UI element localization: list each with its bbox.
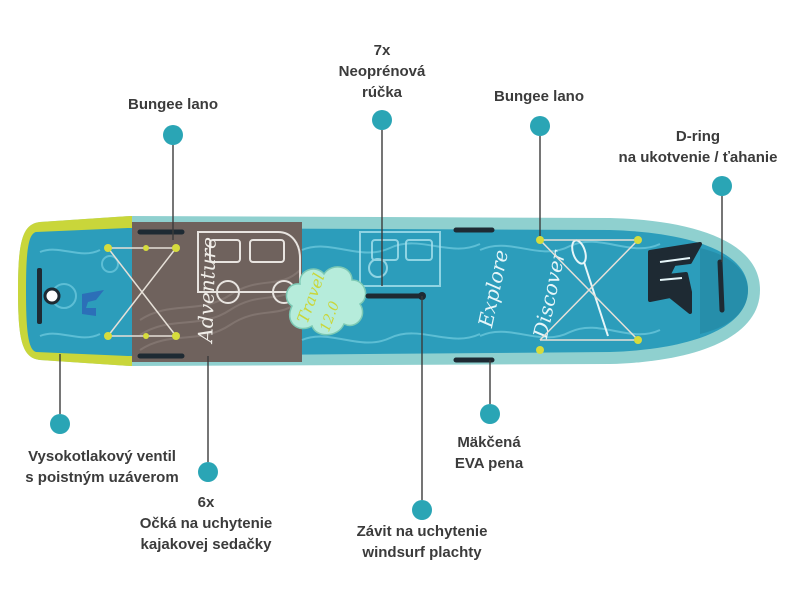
label-eva: Mäkčená EVA pena bbox=[434, 432, 544, 474]
label-dring-line2: na ukotvenie / ťahanie bbox=[618, 149, 778, 166]
label-valve: Vysokotlakový ventil s poistným uzáverom bbox=[4, 446, 200, 488]
label-bungee-left-text: Bungee lano bbox=[127, 96, 218, 113]
label-eyelets-line2: kajakovej sedačky bbox=[140, 536, 272, 553]
label-eyelets: 6x Očká na uchytenie kajakovej sedačky bbox=[118, 492, 294, 555]
f2-logo-icon bbox=[648, 242, 702, 314]
label-handles-line1: Neoprénová bbox=[338, 63, 426, 80]
valve-icon bbox=[37, 268, 61, 324]
callout-dot-dring bbox=[712, 176, 732, 196]
adventure-art-text: Adventure bbox=[193, 237, 221, 345]
label-handles-line2: rúčka bbox=[361, 84, 403, 101]
callout-dot-bungee-right bbox=[530, 116, 550, 136]
callout-dot-eva bbox=[480, 404, 500, 424]
label-handles-count: 7x bbox=[373, 42, 391, 59]
bungee-cross-ropes bbox=[107, 239, 639, 341]
label-mast-line1: Závit na uchytenie bbox=[356, 523, 488, 540]
label-bungee-left: Bungee lano bbox=[110, 94, 236, 115]
wave-pattern bbox=[39, 240, 661, 344]
label-dring: D-ring na ukotvenie / ťahanie bbox=[600, 126, 796, 168]
f2-logo-small-icon bbox=[82, 290, 104, 316]
label-bungee-right-text: Bungee lano bbox=[493, 88, 584, 105]
van-blue-icon bbox=[359, 231, 441, 287]
label-eyelets-line1: Očká na uchytenie bbox=[139, 515, 273, 532]
callout-lines bbox=[59, 130, 723, 500]
deck bbox=[26, 222, 748, 362]
eyelet-dots bbox=[104, 236, 642, 354]
label-eva-line1: Mäkčená bbox=[457, 434, 521, 451]
callout-dot-eyelets bbox=[198, 462, 218, 482]
label-valve-line1: Vysokotlakový ventil bbox=[28, 448, 176, 465]
label-mast-line2: windsurf plachty bbox=[362, 544, 482, 561]
label-valve-line2: s poistným uzáverom bbox=[25, 469, 179, 486]
callout-dot-handles bbox=[372, 110, 392, 130]
cloud-icon bbox=[285, 266, 367, 336]
callout-dot-bungee-left bbox=[163, 125, 183, 145]
label-bungee-right: Bungee lano bbox=[476, 86, 602, 107]
label-eva-line2: EVA pena bbox=[454, 455, 524, 472]
label-dring-line1: D-ring bbox=[675, 128, 721, 145]
label-eyelets-count: 6x bbox=[197, 494, 215, 511]
label-mast: Závit na uchytenie windsurf plachty bbox=[330, 521, 514, 563]
callout-dot-valve bbox=[50, 414, 70, 434]
callout-dot-mast bbox=[412, 500, 432, 520]
label-handles: 7x Neoprénová rúčka bbox=[310, 40, 454, 103]
bungee-cords bbox=[137, 227, 725, 363]
